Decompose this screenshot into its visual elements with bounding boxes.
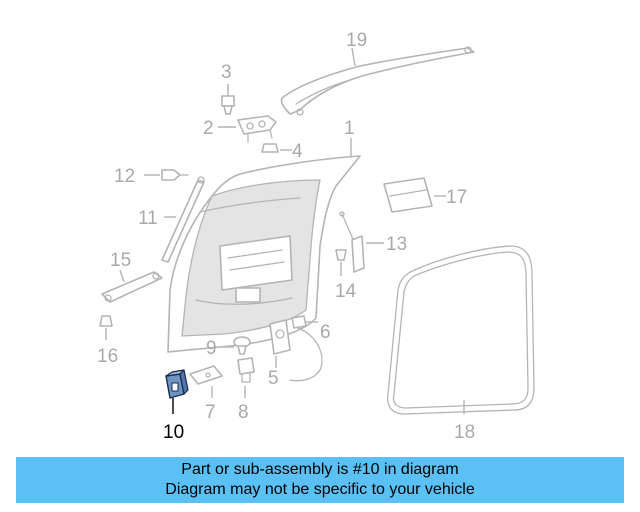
part-16-clip [99,315,113,340]
callout-1: 1 [344,118,355,139]
callout-2: 2 [203,118,214,139]
parts-diagram: 19 3 2 4 1 12 [97,30,535,443]
part-3-bolt [221,84,235,115]
part-15-handle [101,269,163,303]
callout-4: 4 [292,141,303,162]
callout-19: 19 [346,30,367,51]
part-14-bolt [335,249,347,276]
callout-7: 7 [205,402,216,423]
callout-12: 12 [114,166,135,187]
part-18-weatherstrip [386,245,535,415]
callout-5: 5 [268,368,279,389]
callout-17: 17 [446,187,467,208]
callout-13: 13 [386,234,407,255]
callout-8: 8 [238,402,249,423]
callout-10: 10 [163,422,184,443]
callout-18: 18 [454,422,475,443]
part-2-hinge [218,115,277,143]
part-5-actuator [269,319,291,368]
callout-3: 3 [221,62,232,83]
part-13-latch [339,211,384,273]
part-17-module [383,177,446,213]
part-19-roof-trim [280,46,475,116]
banner-line-1: Part or sub-assembly is #10 in diagram [181,461,459,478]
banner-line-2: Diagram may not be specific to your vehi… [165,481,475,498]
part-1-liftgate [167,138,361,353]
part-9-bumper [222,336,251,355]
part-7-striker-plate [189,365,223,398]
callout-14: 14 [335,281,357,302]
part-10-switch[interactable] [165,369,189,414]
part-4-grommet [261,143,292,153]
callout-16: 16 [97,346,118,367]
callout-6: 6 [320,322,331,343]
callout-15: 15 [110,250,131,271]
callout-11: 11 [138,208,158,229]
part-8-striker [237,357,255,398]
part-11-strut [161,176,205,263]
part-12-bolt [144,169,189,181]
info-banner: Part or sub-assembly is #10 in diagram D… [16,457,624,503]
part-6-cable-clip [289,315,323,382]
callout-9: 9 [206,338,217,359]
